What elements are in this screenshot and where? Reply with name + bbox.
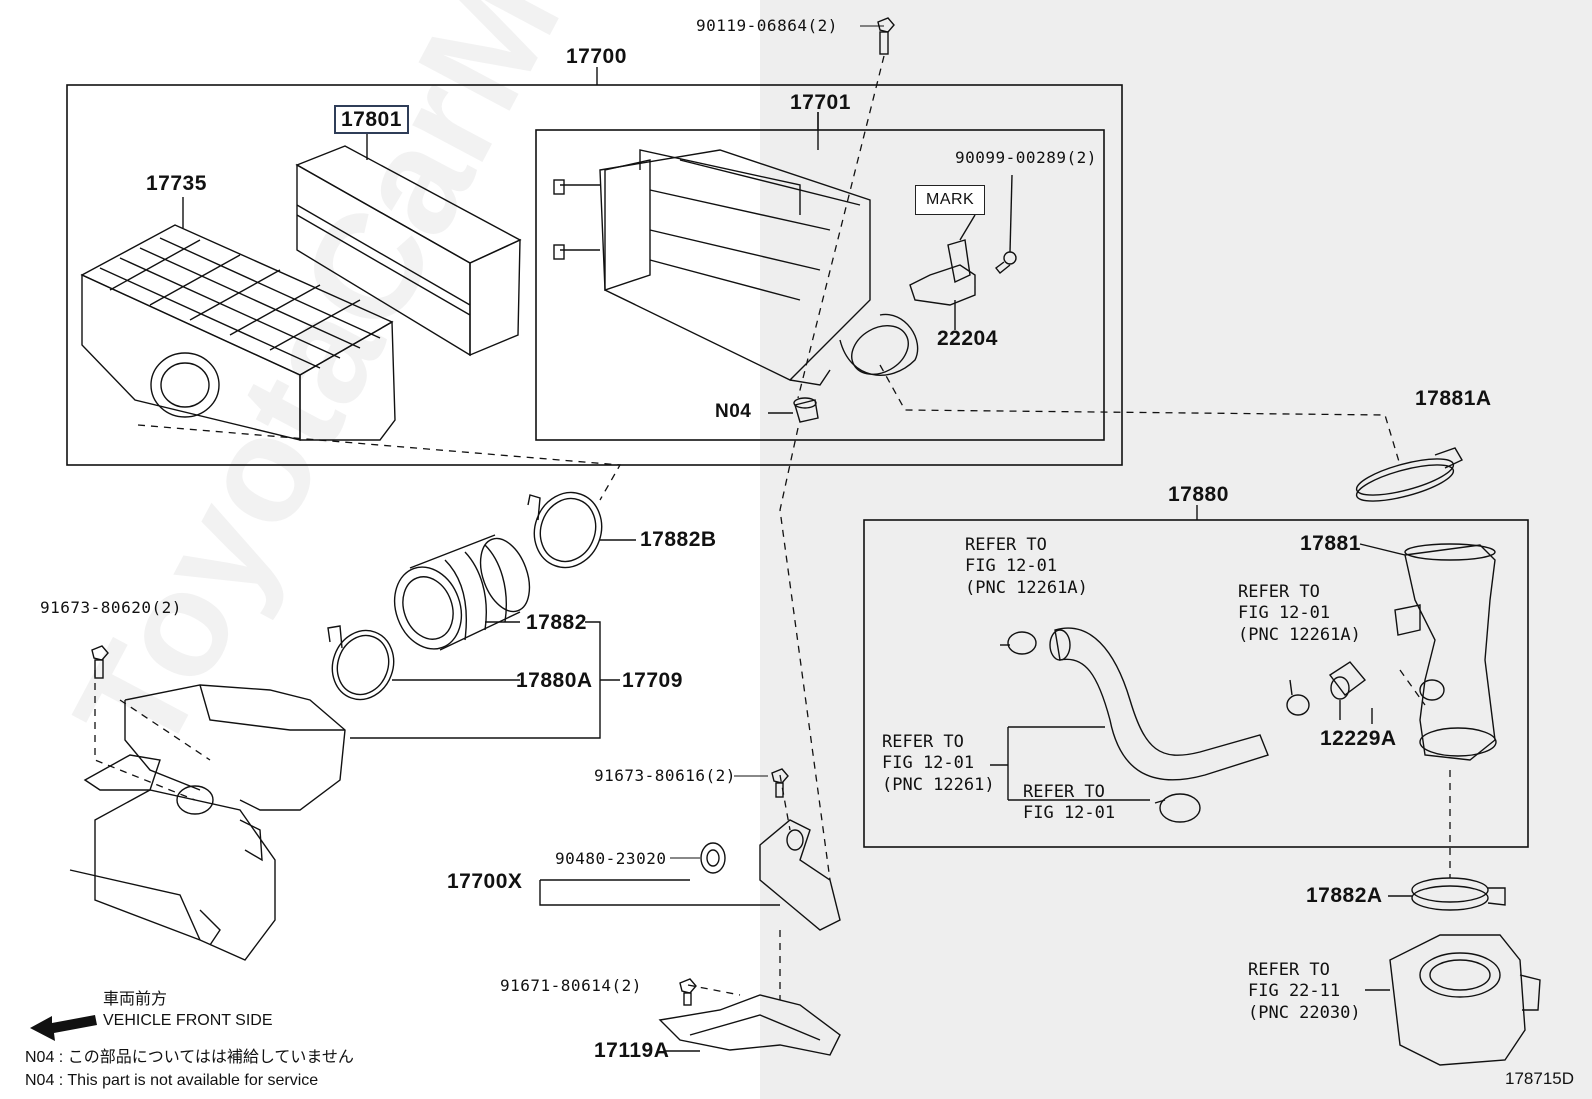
assembly-17880-box — [863, 519, 1529, 848]
part-label-n04: N04 — [715, 401, 752, 422]
vehicle-front-label-jp: 車両前方 — [103, 991, 168, 1008]
screw-90099-shape — [995, 174, 1017, 274]
part-label-90099-00289: 90099-00289(2) — [955, 148, 1097, 167]
front-arrow-icon — [30, 1015, 97, 1041]
part-label-17709: 17709 — [622, 669, 683, 692]
resonator-17709-shape — [69, 684, 346, 961]
part-label-17882: 17882 — [526, 611, 587, 634]
vehicle-front-label-en: VEHICLE FRONT SIDE — [103, 1012, 273, 1029]
grommet-90480-shape — [670, 842, 726, 874]
part-label-17701: 17701 — [790, 91, 851, 114]
bolt-90119-shape — [860, 17, 895, 55]
part-label-17119a: 17119A — [594, 1039, 670, 1062]
clamp-left-shape — [1000, 631, 1037, 655]
assembly-17700-box — [66, 84, 1123, 466]
refer-to-fig-12-01-pnc-12261a-right[interactable]: REFER TO FIG 12-01 (PNC 12261A) — [1238, 582, 1361, 645]
air-guide-17119a-shape — [658, 994, 841, 1056]
part-label-17880: 17880 — [1168, 483, 1229, 506]
part-label-17801-highlighted[interactable]: 17801 — [334, 105, 409, 134]
part-label-17700x: 17700X — [447, 870, 523, 893]
group-bracket-17709 — [350, 621, 620, 739]
shaded-background-panel — [760, 0, 1592, 1099]
part-label-22204: 22204 — [937, 327, 998, 350]
part-label-17880a: 17880A — [516, 669, 593, 692]
part-label-17700: 17700 — [566, 45, 627, 68]
air-filter-element-shape — [295, 118, 522, 357]
clamp-bottom-shape — [1154, 793, 1201, 823]
hose-connector-shape — [1049, 627, 1269, 781]
bracket-17700x-shape — [539, 819, 841, 931]
bolt-91673-80616-shape — [734, 768, 789, 798]
part-label-17882b: 17882B — [640, 528, 717, 551]
dashed-assembly-lines — [94, 55, 1451, 1000]
n04-note-jp: N04 : この部品についてはは補給していません — [25, 1049, 354, 1066]
refer-to-fig-12-01[interactable]: REFER TO FIG 12-01 — [1023, 782, 1116, 824]
throttle-body-shape — [1365, 934, 1541, 1066]
part-label-91673-80616: 91673-80616(2) — [594, 766, 736, 785]
hose-clamp-17882b-shape — [527, 491, 636, 569]
part-label-90119-06864: 90119-06864(2) — [696, 16, 838, 35]
part-label-12229a: 12229A — [1320, 727, 1397, 750]
connector-12229a-shape — [1328, 661, 1367, 720]
mark-label: MARK — [915, 185, 986, 215]
refer-to-fig-22-11-pnc-22030[interactable]: REFER TO FIG 22-11 (PNC 22030) — [1248, 960, 1361, 1023]
clamp-right-shape — [1286, 679, 1310, 716]
air-cleaner-cap-shape — [80, 197, 396, 441]
grommet-n04-shape — [768, 397, 819, 423]
air-cleaner-case-shape — [553, 112, 919, 386]
bolt-91673-80620-shape — [91, 645, 109, 679]
part-label-17735: 17735 — [146, 172, 207, 195]
part-label-91671-80614: 91671-80614(2) — [500, 976, 642, 995]
refer-to-fig-12-01-pnc-12261a-left[interactable]: REFER TO FIG 12-01 (PNC 12261A) — [965, 535, 1088, 598]
hose-clamp-17882a-shape — [1388, 877, 1506, 911]
refer-bracket-12261 — [990, 726, 1150, 801]
hose-clamp-17880a-shape — [327, 625, 520, 701]
diagram-id: 178715D — [1505, 1069, 1575, 1088]
n04-note-en: N04 : This part is not available for ser… — [25, 1072, 319, 1089]
hose-clamp-17881a-shape — [1355, 447, 1463, 502]
assembly-17701-box — [535, 129, 1105, 441]
part-label-17882a: 17882A — [1306, 884, 1383, 907]
part-label-91673-80620: 91673-80620(2) — [40, 598, 182, 617]
refer-to-fig-12-01-pnc-12261[interactable]: REFER TO FIG 12-01 (PNC 12261) — [882, 732, 995, 795]
part-label-90480-23020: 90480-23020 — [555, 849, 667, 868]
intake-duct-17881-shape — [1359, 543, 1497, 761]
bolt-91671-shape — [679, 978, 697, 1006]
intake-hose-17882-shape — [393, 534, 531, 651]
part-label-17881: 17881 — [1300, 532, 1361, 555]
air-flow-meter-shape — [909, 214, 976, 330]
part-label-17881a: 17881A — [1415, 387, 1492, 410]
